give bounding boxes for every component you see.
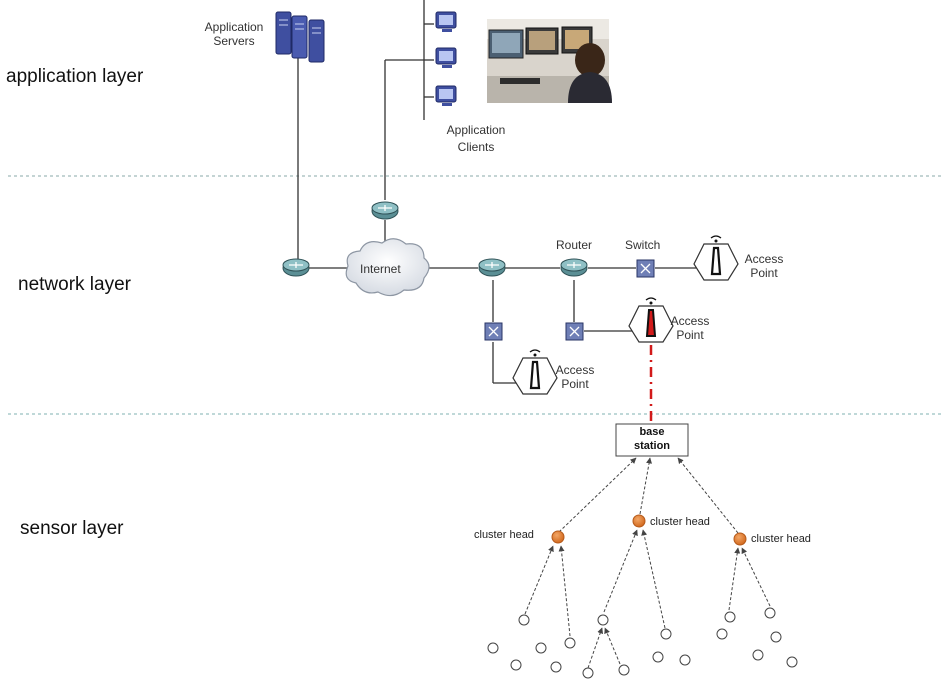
access-point-icon (693, 235, 739, 281)
app-servers-line1: Application (204, 20, 264, 34)
switch-icon (484, 322, 503, 341)
base-station-label: base station (616, 425, 688, 453)
sensor-node (724, 611, 736, 623)
sensor-node (716, 628, 728, 640)
cluster-head-label-center: cluster head (650, 516, 710, 528)
sensor-node (764, 607, 776, 619)
internet-cloud-icon (345, 238, 430, 297)
sensor-node (770, 631, 782, 643)
access-point-line2: Point (750, 266, 778, 280)
access-point-line1: Access (555, 363, 595, 377)
sensor-node (752, 649, 764, 661)
client-computer-icons (435, 11, 457, 106)
base-station-line2: station (633, 440, 671, 452)
access-point-label-center: Access Point (666, 314, 714, 342)
router-icon (371, 201, 399, 220)
uplink-arrows (558, 457, 739, 534)
app-clients-line2: Clients (457, 140, 495, 154)
network-layer-label: network layer (18, 274, 131, 295)
switch-icon (636, 259, 655, 278)
network-links (297, 0, 702, 384)
sensor-node (550, 661, 562, 673)
cluster-head-node (632, 514, 646, 528)
base-station-line1: base (639, 426, 665, 438)
cluster-head-label-left: cluster head (474, 529, 534, 541)
sensor-node (660, 628, 672, 640)
sensor-node (510, 659, 522, 671)
access-point-label-right: Access Point (740, 252, 788, 280)
access-point-line2: Point (676, 328, 704, 342)
router-icon (282, 258, 310, 277)
application-servers-label: Application Servers (192, 20, 276, 48)
access-point-icon (628, 297, 674, 343)
sensor-node (535, 642, 547, 654)
application-layer-label: application layer (6, 66, 144, 87)
sensor-node (564, 637, 576, 649)
app-servers-line2: Servers (213, 34, 255, 48)
operator-photo (487, 19, 612, 103)
internet-label: Internet (360, 262, 401, 276)
app-clients-line1: Application (446, 123, 506, 137)
application-clients-label: Application Clients (431, 123, 521, 154)
access-point-icon (512, 349, 558, 395)
cluster-head-node (551, 530, 565, 544)
sensor-node (582, 667, 594, 679)
sensor-layer-label: sensor layer (20, 518, 124, 539)
cluster-head-node (733, 532, 747, 546)
sensor-nodes (487, 607, 798, 679)
sensor-node (487, 642, 499, 654)
sensor-node (618, 664, 630, 676)
access-point-line1: Access (670, 314, 710, 328)
base-station-box (615, 423, 689, 457)
switch-label: Switch (625, 238, 661, 252)
cluster-head-label-right: cluster head (751, 533, 811, 545)
sensor-node (786, 656, 798, 668)
router-label: Router (556, 238, 593, 252)
access-point-line2: Point (561, 377, 589, 391)
router-icon (478, 258, 506, 277)
sensor-arrows (524, 529, 771, 669)
sensor-node (679, 654, 691, 666)
sensor-node (597, 614, 609, 626)
sensor-node (518, 614, 530, 626)
access-point-label-lower: Access Point (551, 363, 599, 391)
switch-icon (565, 322, 584, 341)
router-icon (560, 258, 588, 277)
server-icon (275, 11, 325, 63)
access-point-line1: Access (744, 252, 784, 266)
sensor-node (652, 651, 664, 663)
